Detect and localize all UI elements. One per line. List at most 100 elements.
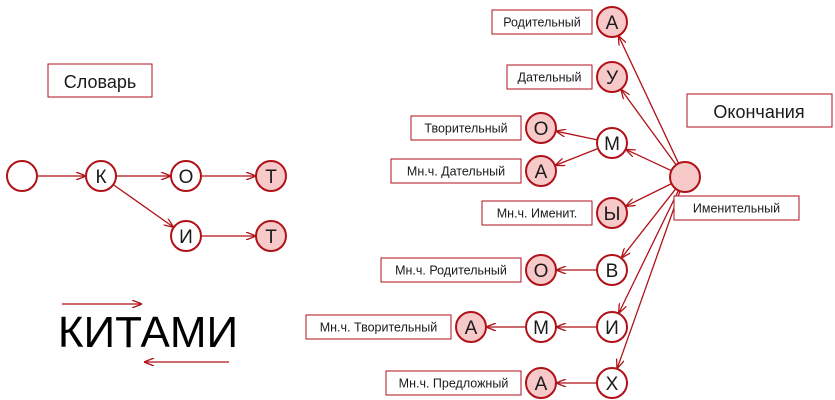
endings-node-rodA: А (596, 6, 628, 38)
endings-node-v: В (596, 254, 628, 286)
endings-node-i: И (596, 311, 628, 343)
endings-node-label: У (606, 68, 619, 89)
endings-node-label: Ы (604, 204, 621, 225)
endings-node-label: И (605, 318, 619, 339)
endings-node-circle (525, 112, 557, 144)
endings-edge-root-rodA (619, 36, 680, 164)
case-label-text: Мн.ч. Именит. (497, 207, 577, 221)
endings-title: Окончания (713, 102, 804, 122)
endings-edge-root-miY (626, 183, 672, 206)
case-label-text: Творительный (424, 122, 507, 136)
endings-node-label: О (534, 119, 549, 140)
endings-node-circle (525, 311, 557, 343)
dictionary-node-label: К (95, 167, 106, 188)
case-label-text: Родительный (503, 16, 581, 30)
endings-node-mrO: О (525, 254, 557, 286)
endings-node-label: М (533, 318, 549, 339)
dictionary-node-circle (6, 160, 38, 192)
endings-node-circle (596, 61, 628, 93)
case-label-box (410, 115, 522, 141)
word-display: КИТАМИ (58, 304, 238, 362)
case-label-miY: Мн.ч. Именит. (481, 200, 593, 226)
case-label-mpA: Мн.ч. Предложный (385, 370, 522, 396)
endings-node-root (669, 161, 701, 193)
dictionary-node-label: Т (265, 227, 277, 248)
endings-node-circle (596, 367, 628, 399)
case-label-box (481, 200, 593, 226)
case-label-text: Мн.ч. Дательный (407, 165, 505, 179)
case-label-text: Мн.ч. Родительный (395, 264, 507, 278)
case-label-mdA: Мн.ч. Дательный (390, 158, 522, 184)
endings-node-label: А (535, 162, 548, 183)
endings-node-mpA: А (525, 367, 557, 399)
dictionary-title-box: Словарь (47, 63, 153, 98)
dictionary-edge-d1-d4 (112, 184, 173, 227)
dictionary-node-label: О (179, 167, 194, 188)
case-label-text: Дательный (518, 71, 582, 85)
endings-node-label: В (606, 261, 619, 282)
case-label-tvO: Творительный (410, 115, 522, 141)
endings-edge-root-m (627, 150, 672, 172)
dictionary-node-circle (85, 160, 117, 192)
case-label-mrO: Мн.ч. Родительный (380, 257, 522, 283)
endings-node-label: А (606, 13, 619, 34)
case-label-root: Именительный (673, 195, 800, 221)
dictionary-node-d0 (6, 160, 38, 192)
endings-node-circle (596, 197, 628, 229)
endings-node-datU: У (596, 61, 628, 93)
case-label-text: Именительный (693, 202, 780, 216)
dictionary-title: Словарь (64, 72, 136, 92)
case-label-box (385, 370, 522, 396)
endings-node-circle (596, 311, 628, 343)
endings-node-mdA: А (525, 155, 557, 187)
endings-node-im: М (525, 311, 557, 343)
endings-node-label: О (534, 261, 549, 282)
case-label-box (673, 195, 800, 221)
endings-node-circle (525, 155, 557, 187)
dictionary-node-circle (170, 220, 202, 252)
endings-node-circle (596, 254, 628, 286)
dictionary-node-d1: К (85, 160, 117, 192)
endings-node-circle (596, 6, 628, 38)
endings-node-tvO: О (525, 112, 557, 144)
endings-node-circle (455, 311, 487, 343)
endings-node-circle (525, 367, 557, 399)
dictionary-node-d3: Т (255, 160, 287, 192)
endings-edge-m-mdA (556, 147, 599, 166)
endings-node-m: М (596, 127, 628, 159)
case-label-box (506, 64, 593, 90)
case-label-text: Мн.ч. Творительный (320, 321, 438, 335)
endings-node-circle (596, 127, 628, 159)
case-label-box (305, 314, 452, 340)
endings-edge-m-tvO (557, 131, 598, 141)
endings-edge-root-datU (621, 90, 677, 166)
case-label-mtA: Мн.ч. Творительный (305, 314, 452, 340)
case-label-box (380, 257, 522, 283)
endings-node-label: М (604, 134, 620, 155)
endings-node-miY: Ы (596, 197, 628, 229)
dictionary-node-d4: И (170, 220, 202, 252)
dictionary-node-circle (255, 220, 287, 252)
endings-edge-root-v (622, 188, 677, 258)
endings-node-label: А (535, 374, 548, 395)
case-label-text: Мн.ч. Предложный (399, 377, 509, 391)
dictionary-node-label: Т (265, 167, 277, 188)
dictionary-node-d5: Т (255, 220, 287, 252)
endings-node-circle (669, 161, 701, 193)
case-label-box (390, 158, 522, 184)
nodes: К О Т И Т А У М О А Ы В О И М А Х А (6, 6, 701, 399)
endings-node-mtA: А (455, 311, 487, 343)
case-label-box (491, 9, 593, 35)
endings-edge-root-i (619, 190, 680, 312)
case-label-rodA: Родительный (491, 9, 593, 35)
endings-title-box: Окончания (686, 93, 833, 128)
endings-node-label: Х (606, 374, 619, 395)
endings-node-circle (525, 254, 557, 286)
dictionary-node-d2: О (170, 160, 202, 192)
endings-node-kh: Х (596, 367, 628, 399)
edges (37, 36, 681, 383)
dictionary-node-label: И (179, 227, 193, 248)
endings-edge-root-kh (617, 190, 681, 368)
